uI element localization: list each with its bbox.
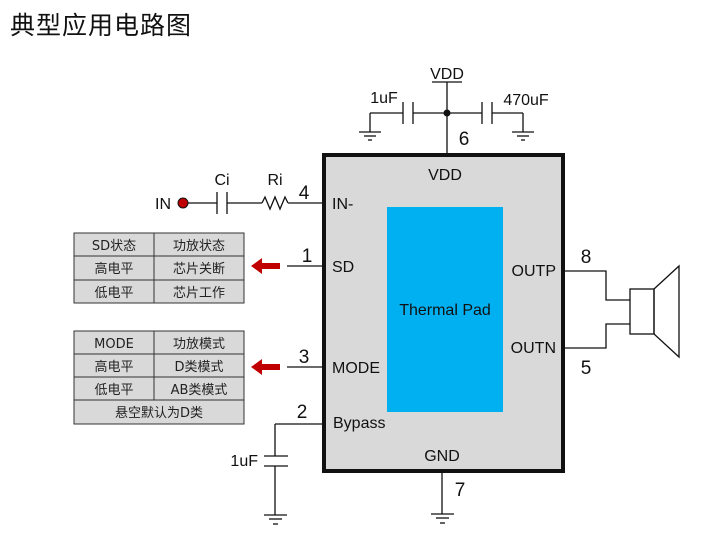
mode-table-cell: 高电平 [94,359,133,375]
sd-table-cell: 芯片工作 [173,286,225,301]
input-network: IN Ci Ri [155,172,324,214]
ground-icon [359,131,381,141]
pin-number-2: 2 [297,402,308,423]
resistor-ri-label: Ri [267,172,282,189]
thermal-pad-label: Thermal Pad [399,302,491,319]
thermal-pad [387,207,503,412]
bypass-network: 1uF [230,423,324,525]
pin-label-vdd: VDD [428,167,462,184]
sd-table-cell: 功放状态 [173,239,225,254]
ground-icon [512,131,534,141]
pin-number-5: 5 [581,358,592,379]
cap-ci-label: Ci [214,172,229,189]
mode-table-cell: AB类模式 [171,383,228,398]
mode-table-cell: D类模式 [174,360,223,375]
arrow-left-icon [251,258,280,274]
gnd-network [431,471,454,524]
arrow-left-icon [251,359,280,375]
page-title: 典型应用电路图 [10,11,193,40]
mode-table-footer: 悬空默认为D类 [115,405,203,421]
ground-icon [431,513,454,524]
pin-number-6: 6 [459,129,470,150]
vdd-supply-network: VDD 1uF 470uF [359,66,549,154]
pin-label-outn: OUTN [511,340,556,357]
pin-label-bypass: Bypass [333,415,385,432]
vdd-rail-label: VDD [430,66,464,83]
sd-table: SD状态 功放状态 高电平 芯片关断 低电平 芯片工作 [73,232,245,304]
pin-number-3: 3 [299,347,310,368]
mode-table-cell: MODE [94,337,134,352]
pin-number-8: 8 [581,247,592,268]
mode-table-cell: 低电平 [94,383,133,398]
pin-label-mode: MODE [332,360,380,377]
pin-label-gnd: GND [424,448,460,465]
ground-icon [264,514,287,525]
speaker-icon [653,264,680,359]
speaker-network [563,264,680,359]
mode-table-cell: 功放模式 [173,337,225,352]
pin-number-7: 7 [455,480,466,501]
input-label: IN [155,196,171,213]
pin-label-outp: OUTP [512,263,556,280]
pin-label-in-minus: IN- [332,196,353,213]
input-terminal[interactable] [177,197,189,209]
resistor-ri [261,195,289,211]
cap-470uf-label: 470uF [503,92,549,109]
pin-number-1: 1 [302,246,313,267]
cap-1uf-label: 1uF [370,90,398,107]
bypass-cap-label: 1uF [230,453,258,470]
sd-table-cell: 芯片关断 [173,262,225,277]
mode-table: MODE 功放模式 高电平 D类模式 低电平 AB类模式 悬空默认为D类 [73,330,245,425]
speaker-magnet [629,288,655,335]
sd-table-cell: 低电平 [94,286,133,301]
sd-table-cell: 高电平 [94,261,133,277]
pin-label-sd: SD [332,259,354,276]
sd-table-cell: SD状态 [92,239,136,254]
pin-number-4: 4 [299,183,310,204]
